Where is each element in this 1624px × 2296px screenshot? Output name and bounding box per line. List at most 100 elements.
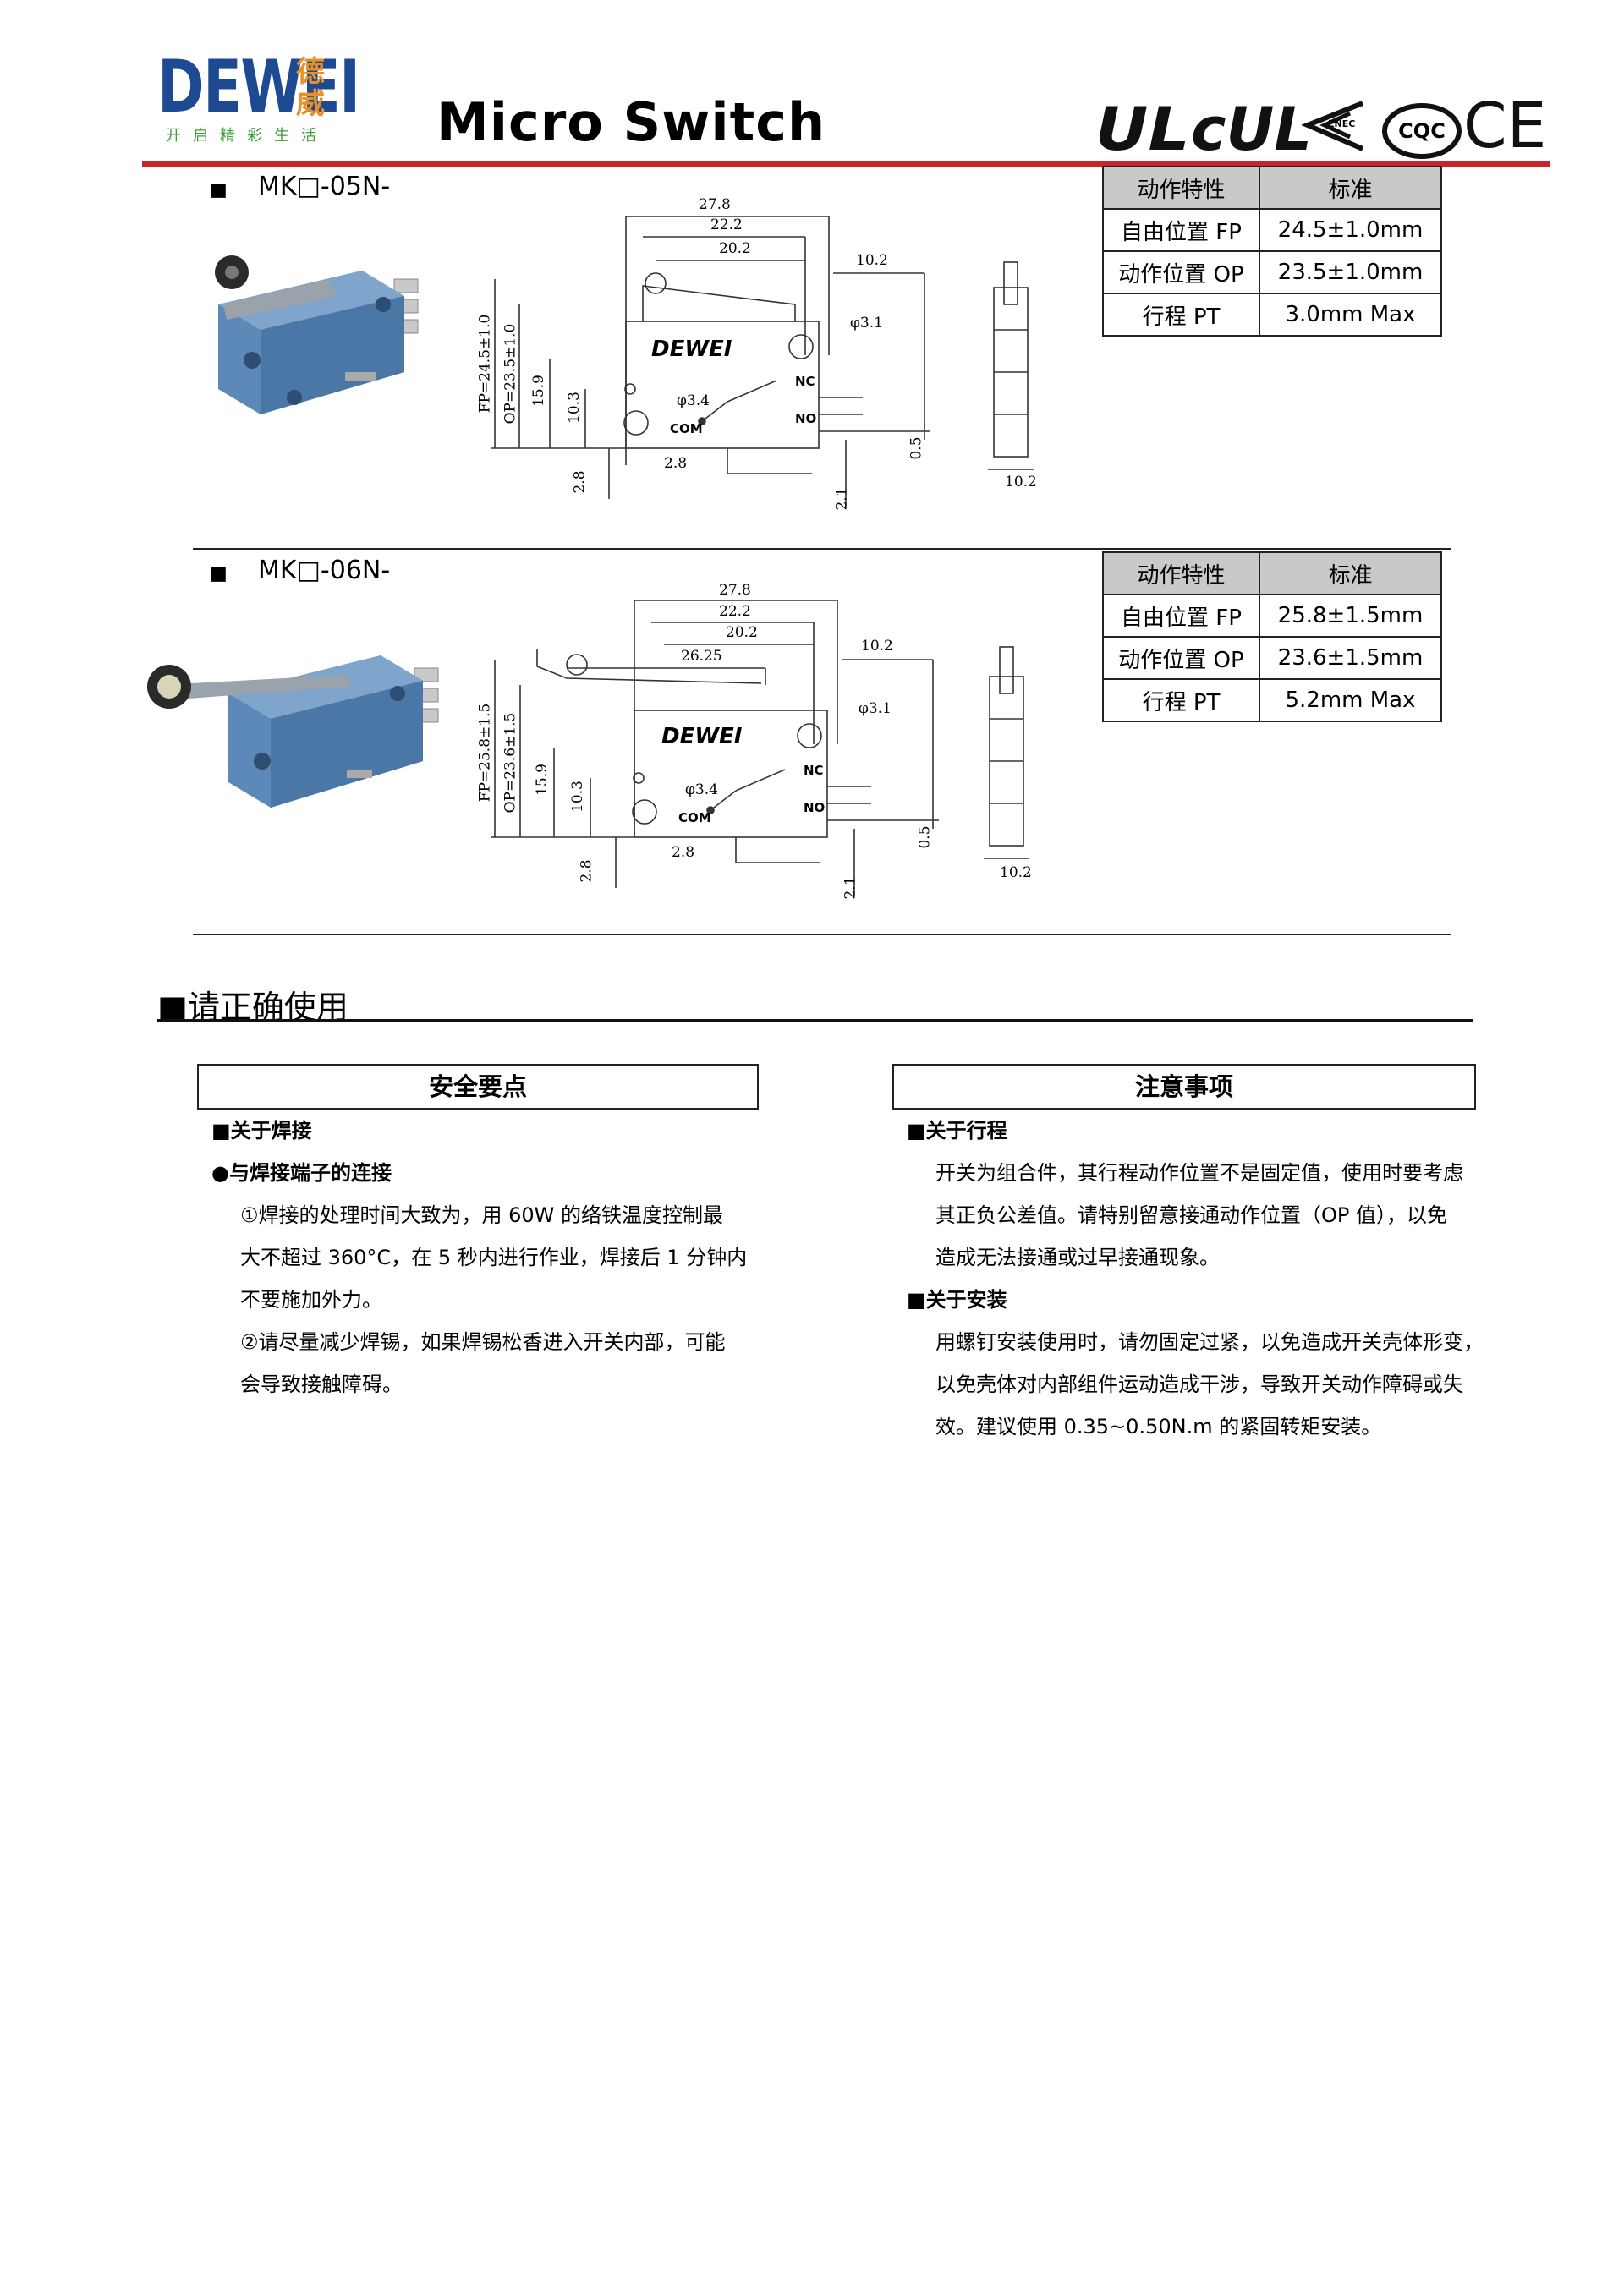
table-cell: 5.2mm Max bbox=[1259, 678, 1442, 722]
table-header-cell: 动作特性 bbox=[1102, 551, 1260, 595]
section-divider bbox=[193, 548, 1451, 550]
section-divider bbox=[193, 934, 1451, 935]
table-cell: 动作位置 OP bbox=[1102, 636, 1260, 680]
dim-label: 27.8 bbox=[719, 582, 751, 599]
spec-table: 动作特性 标准 自由位置 FP 24.5±1.0mm 动作位置 OP 23.5±… bbox=[1102, 166, 1442, 337]
text-line: 效。建议使用 0.35~0.50N.m 的紧固转矩安装。 bbox=[935, 1415, 1382, 1438]
page-title: Micro Switch bbox=[436, 91, 826, 153]
table-header-cell: 标准 bbox=[1259, 551, 1442, 595]
usage-divider bbox=[157, 1019, 1473, 1022]
model-label: MK□-06N- bbox=[258, 556, 391, 585]
table-cell: 行程 PT bbox=[1102, 293, 1260, 337]
dim-label: OP=23.6±1.5 bbox=[502, 712, 519, 814]
table-header-cell: 标准 bbox=[1259, 166, 1442, 210]
drawing-brand: DEWEI bbox=[661, 724, 743, 749]
enec-cert-icon: ENEC bbox=[1299, 100, 1367, 156]
logo-slogan: 开启精彩生活 bbox=[166, 127, 328, 145]
table-cell: 23.6±1.5mm bbox=[1259, 636, 1442, 680]
terminal-label: NC bbox=[804, 763, 824, 778]
notes-heading-box: 注意事项 bbox=[892, 1064, 1476, 1110]
header-divider bbox=[142, 161, 1550, 167]
text-line: ②请尽量减少焊锡，如果焊锡松香进入开关内部，可能 bbox=[240, 1330, 726, 1354]
text-line: 其正负公差值。请特别留意接通动作位置（OP 值），以免 bbox=[935, 1203, 1447, 1227]
terminal-label: NC bbox=[795, 374, 815, 389]
text-line: 造成无法接通或过早接通现象。 bbox=[935, 1246, 1220, 1269]
table-row: 动作位置 OP 23.5±1.0mm bbox=[1102, 250, 1442, 294]
dim-label: 2.8 bbox=[578, 859, 595, 883]
dim-label: OP=23.5±1.0 bbox=[502, 323, 519, 425]
table-row: 自由位置 FP 24.5±1.0mm bbox=[1102, 208, 1442, 252]
dim-label: 2.1 bbox=[842, 876, 859, 900]
product-photo bbox=[135, 634, 457, 832]
dim-label: φ3.1 bbox=[850, 315, 883, 332]
drawing-brand: DEWEI bbox=[651, 337, 732, 362]
dim-label: 27.8 bbox=[699, 196, 731, 213]
dim-label: 2.1 bbox=[833, 487, 851, 511]
table-row: 行程 PT 5.2mm Max bbox=[1102, 678, 1442, 722]
cul-cert-icon: cUL bbox=[1191, 95, 1312, 164]
subheading: ●与焊接端子的连接 bbox=[211, 1161, 392, 1185]
text-line: 用螺钉安装使用时，请勿固定过紧，以免造成开关壳体形变， bbox=[935, 1330, 1484, 1354]
dim-label: 2.8 bbox=[664, 455, 688, 472]
cqc-cert-icon: CQC bbox=[1382, 103, 1462, 159]
model-bullet-icon: ■ bbox=[210, 179, 228, 200]
model-bullet-icon: ■ bbox=[210, 563, 228, 584]
dim-label: φ3.1 bbox=[859, 700, 892, 717]
table-cell: 24.5±1.0mm bbox=[1259, 208, 1442, 252]
dimension-drawing: 27.8 22.2 20.2 10.2 φ3.1 φ3.4 2.8 2.8 2.… bbox=[474, 186, 1100, 519]
safety-heading-box: 安全要点 bbox=[197, 1064, 759, 1110]
dim-label: 22.2 bbox=[710, 216, 743, 233]
table-row: 动作位置 OP 23.6±1.5mm bbox=[1102, 636, 1442, 680]
text-line: 不要施加外力。 bbox=[240, 1288, 382, 1312]
text-line: 大不超过 360°C，在 5 秒内进行作业，焊接后 1 分钟内 bbox=[240, 1246, 748, 1269]
subheading: ■关于安装 bbox=[907, 1288, 1007, 1312]
dim-label: φ3.4 bbox=[685, 781, 718, 798]
dim-label: FP=25.8±1.5 bbox=[476, 703, 494, 803]
table-row: 行程 PT 3.0mm Max bbox=[1102, 293, 1442, 337]
table-cell: 行程 PT bbox=[1102, 678, 1260, 722]
dim-label: φ3.4 bbox=[677, 392, 710, 409]
dim-label: 2.8 bbox=[672, 844, 695, 861]
dim-label: 22.2 bbox=[719, 603, 751, 620]
dim-label: 10.3 bbox=[565, 392, 583, 424]
dim-label: 20.2 bbox=[719, 240, 751, 257]
ce-cert-icon: CE bbox=[1463, 90, 1547, 162]
ul-cert-icon: UL bbox=[1095, 95, 1190, 164]
model-label: MK□-05N- bbox=[258, 172, 391, 201]
terminal-label: NO bbox=[804, 800, 826, 815]
product-photo bbox=[193, 245, 455, 435]
logo-chinese: 德威 bbox=[296, 55, 325, 121]
terminal-label: NO bbox=[795, 411, 817, 426]
dim-label: 15.9 bbox=[529, 375, 547, 407]
table-cell: 23.5±1.0mm bbox=[1259, 250, 1442, 294]
dim-label: 26.25 bbox=[681, 648, 722, 665]
table-header-cell: 动作特性 bbox=[1102, 166, 1260, 210]
text-line: 开关为组合件，其行程动作位置不是固定值，使用时要考虑 bbox=[935, 1161, 1463, 1185]
subheading: ■关于行程 bbox=[907, 1119, 1007, 1143]
dim-label: 0.5 bbox=[916, 825, 934, 849]
dim-label: 10.2 bbox=[1005, 474, 1037, 490]
dim-label: 2.8 bbox=[571, 470, 589, 494]
dim-label: 10.3 bbox=[568, 781, 586, 813]
table-cell: 动作位置 OP bbox=[1102, 250, 1260, 294]
terminal-label: COM bbox=[670, 421, 703, 436]
dim-label: 0.5 bbox=[908, 436, 925, 460]
subheading: ■关于焊接 bbox=[211, 1119, 312, 1143]
text-line: 会导致接触障碍。 bbox=[240, 1373, 403, 1396]
table-cell: 自由位置 FP bbox=[1102, 208, 1260, 252]
dim-label: 10.2 bbox=[856, 252, 888, 269]
dim-label: 15.9 bbox=[533, 764, 551, 796]
enec-cert-text: ENEC bbox=[1328, 118, 1356, 129]
text-line: 以免壳体对内部组件运动造成干涉，导致开关动作障碍或失 bbox=[935, 1373, 1463, 1396]
dim-label: FP=24.5±1.0 bbox=[476, 314, 494, 414]
dim-label: 10.2 bbox=[861, 638, 893, 655]
table-cell: 自由位置 FP bbox=[1102, 594, 1260, 638]
dim-label: 10.2 bbox=[1000, 864, 1032, 881]
dimension-drawing: 27.8 22.2 20.2 26.25 10.2 φ3.1 φ3.4 2.8 … bbox=[474, 575, 1100, 908]
table-cell: 25.8±1.5mm bbox=[1259, 594, 1442, 638]
table-row: 自由位置 FP 25.8±1.5mm bbox=[1102, 594, 1442, 638]
dim-label: 20.2 bbox=[726, 624, 758, 641]
logo-wordmark: DEWEI bbox=[157, 45, 360, 129]
terminal-label: COM bbox=[678, 810, 711, 825]
table-cell: 3.0mm Max bbox=[1259, 293, 1442, 337]
